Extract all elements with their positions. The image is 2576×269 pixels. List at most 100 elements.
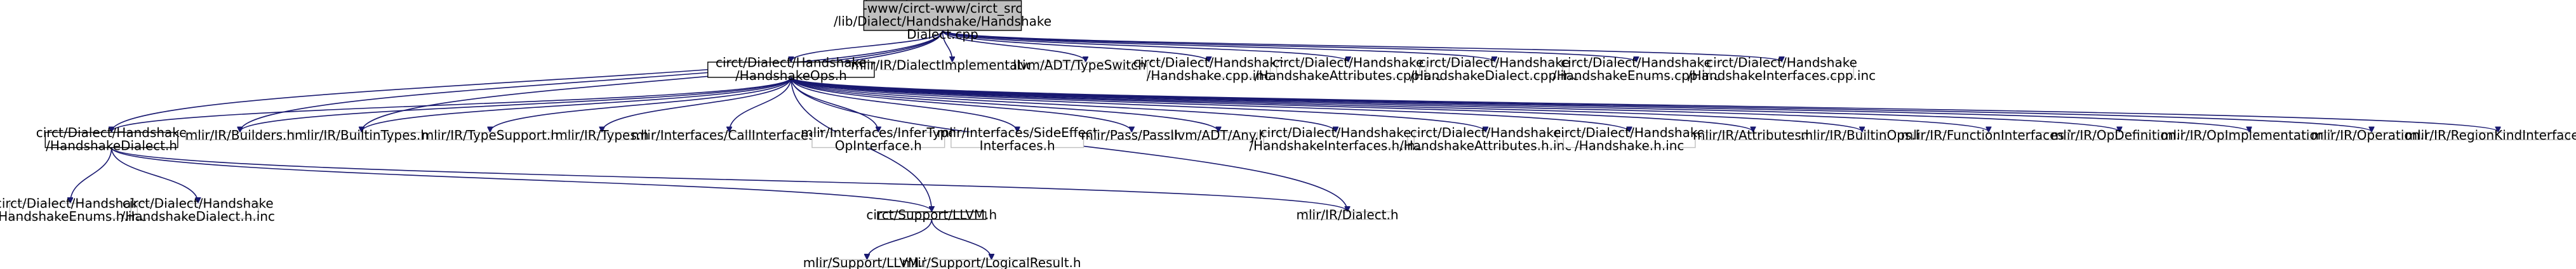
node-ifacescppinc-label-line: circt/Dialect/Handshake <box>1706 55 1857 70</box>
node-infertype-label-line: mlir/Interfaces/InferType <box>801 125 956 140</box>
edge-root-to-ops <box>791 30 944 62</box>
node-logicalresult-box <box>924 259 1059 268</box>
node-builders-label-line: mlir/IR/Builders.h <box>185 128 295 143</box>
node-dialecthinc-box <box>137 202 259 219</box>
node-enumscppinc-label-line: circt/Dialect/Handshake <box>1561 55 1712 70</box>
node-attrscppinc-label-line: /HandshakeAttributes.cpp.inc <box>1255 68 1442 83</box>
node-opimpl: mlir/IR/OpImplementation.h <box>2161 128 2337 143</box>
node-sideeffect-box <box>951 131 1084 148</box>
node-ifacescppinc-label-line: /HandshakeInterfaces.cpp.inc <box>1688 68 1876 83</box>
node-opdef-box <box>2063 131 2176 141</box>
node-callifaces-label-line: mlir/Interfaces/CallInterfaces.h <box>631 128 827 143</box>
node-types-box <box>557 131 647 141</box>
node-any-box <box>1179 131 1258 141</box>
node-attrscppinc-label-line: circt/Dialect/Handshake <box>1272 55 1424 70</box>
node-typeswitch-box <box>1029 62 1142 70</box>
node-typesupport: mlir/IR/TypeSupport.h <box>422 128 559 143</box>
node-enumshinc-label-line: /HandshakeEnums.h.inc <box>0 209 147 224</box>
node-funcifaces-box <box>1919 131 2058 141</box>
node-ifaceshinc-label-line: circt/Dialect/Handshake <box>1260 125 1411 140</box>
node-opimpl-box <box>2181 131 2318 141</box>
node-attributes-label-line: mlir/IR/Attributes.h <box>1693 128 1813 143</box>
node-sideeffect-label-line: mlir/Interfaces/SideEffect <box>937 125 1098 140</box>
node-enumshinc: circt/Dialect/Handshake/HandshakeEnums.h… <box>0 196 147 225</box>
edge-layer <box>70 30 2498 259</box>
node-mlirdialect-label-line: mlir/IR/Dialect.h <box>1297 207 1399 223</box>
node-llvmh-label-line: circt/Support/LLVM.h <box>866 207 997 223</box>
node-attrshinc-label-line: /HandshakeAttributes.h.inc <box>1399 138 1572 154</box>
node-root-label-line: -www/circt-www/circt_src <box>863 1 1023 16</box>
node-opdef-label-line: mlir/IR/OpDefinition.h <box>2051 128 2188 143</box>
node-mlirllvm-label-line: mlir/Support/LLVM.h <box>803 255 931 269</box>
edge-root-to-attrscppinc <box>942 30 1348 62</box>
node-ifaceshinc-box <box>1263 131 1408 148</box>
node-opdef: mlir/IR/OpDefinition.h <box>2051 128 2188 143</box>
node-callifaces-box <box>652 131 806 141</box>
node-dialecth-box <box>44 131 178 148</box>
node-funcifaces: mlir/IR/FunctionInterfaces.h <box>1901 128 2076 143</box>
node-typeswitch: llvm/ADT/TypeSwitch.h <box>1013 58 1158 73</box>
edge-root-to-builtintypes <box>361 30 944 132</box>
node-operation-box <box>2322 131 2421 141</box>
node-hscppinc: circt/Dialect/Handshake/Handshake.cpp.in… <box>1133 55 1285 83</box>
edge-root-to-ifacescppinc <box>942 30 1782 62</box>
node-hshinc-box <box>1563 131 1696 148</box>
node-mlirdialect: mlir/IR/Dialect.h <box>1297 207 1399 223</box>
edge-ops-to-callifaces <box>730 77 792 132</box>
node-dialecth-label-line: /HandshakeDialect.h <box>46 138 177 154</box>
edge-ops-to-types <box>602 77 792 132</box>
edge-ops-to-sideeffect <box>791 77 1017 132</box>
node-hshinc-label-line: circt/Dialect/Handshake <box>1554 125 1705 140</box>
edge-ops-to-typesupport <box>490 77 792 132</box>
node-dialecth-label-line: circt/Dialect/Handshake <box>36 125 187 140</box>
node-attrshinc-box <box>1413 131 1558 148</box>
node-typesupport-label-line: mlir/IR/TypeSupport.h <box>422 128 559 143</box>
node-hscppinc-label-line: /Handshake.cpp.inc <box>1147 68 1271 83</box>
node-dialecthinc-label-line: /HandshakeDialect.h.inc <box>121 209 275 224</box>
node-builtintypes: mlir/IR/BuiltinTypes.h <box>295 128 429 143</box>
edge-ops-to-dialecth <box>112 77 792 132</box>
node-hshinc-label-line: /Handshake.h.inc <box>1575 138 1685 154</box>
node-dialectcppinc-label-line: circt/Dialect/Handshake <box>1419 55 1570 70</box>
node-any: llvm/ADT/Any.h <box>1170 128 1267 143</box>
edge-ops-to-hshinc <box>791 77 1629 132</box>
edge-dialecth-to-mlirdialect <box>110 147 1347 211</box>
edge-ops-to-operation <box>791 77 2372 132</box>
edge-dialecth-to-dialecthinc <box>110 147 198 203</box>
edge-ops-to-any <box>791 77 1218 132</box>
edge-ops-to-attrshinc <box>791 77 1486 132</box>
node-dialectimpl: mlir/IR/DialectImplementation.h <box>851 58 1054 73</box>
edge-root-to-enumscppinc <box>942 30 1636 62</box>
node-hscppinc-label-line: circt/Dialect/Handshake <box>1133 55 1285 70</box>
node-ops[interactable]: circt/Dialect/Handshake/HandshakeOps.h <box>707 55 875 83</box>
node-operation-label-line: mlir/IR/Operation.h <box>2311 128 2433 143</box>
node-typesupport-box <box>429 131 552 141</box>
node-regionkind-label-line: mlir/IR/RegionKindInterface.h <box>2405 128 2576 143</box>
node-llvmh[interactable]: circt/Support/LLVM.h <box>866 207 997 223</box>
edge-ops-to-funcifaces <box>791 77 1989 132</box>
edge-ops-to-ifaceshinc <box>791 77 1336 132</box>
node-types: mlir/IR/Types.h <box>555 128 648 143</box>
node-attributes-box <box>1701 131 1805 141</box>
edge-llvmh-to-mlirllvm <box>867 219 933 259</box>
node-infertype-label-line: OpInterface.h <box>835 138 922 154</box>
node-callifaces: mlir/Interfaces/CallInterfaces.h <box>631 128 827 143</box>
edge-ops-to-pass <box>791 77 1131 132</box>
node-builtinops-box <box>1810 131 1914 141</box>
node-dialecth[interactable]: circt/Dialect/Handshake/HandshakeDialect… <box>36 125 187 154</box>
node-enumscppinc-box <box>1568 62 1704 78</box>
node-builtinops: mlir/IR/BuiltinOps.h <box>1801 128 1924 143</box>
edge-ops-to-builders <box>240 77 792 132</box>
node-ifacescppinc: circt/Dialect/Handshake/HandshakeInterfa… <box>1688 55 1876 83</box>
node-regionkind-box <box>2426 131 2570 141</box>
node-logicalresult-label-line: mlir/Support/LogicalResult.h <box>902 255 1081 269</box>
node-dialecthinc-label-line: circt/Dialect/Handshake <box>123 196 274 211</box>
node-root[interactable]: /home/runner/work/circt-www/circt-www/ci… <box>834 0 1051 42</box>
node-ops-label-line: circt/Dialect/Handshake <box>716 55 867 70</box>
node-ifaceshinc-label-line: /HandshakeInterfaces.h.inc <box>1249 138 1422 154</box>
node-hscppinc-box <box>1147 62 1271 78</box>
node-builders-box <box>185 131 295 141</box>
node-typeswitch-label-line: llvm/ADT/TypeSwitch.h <box>1013 58 1158 73</box>
